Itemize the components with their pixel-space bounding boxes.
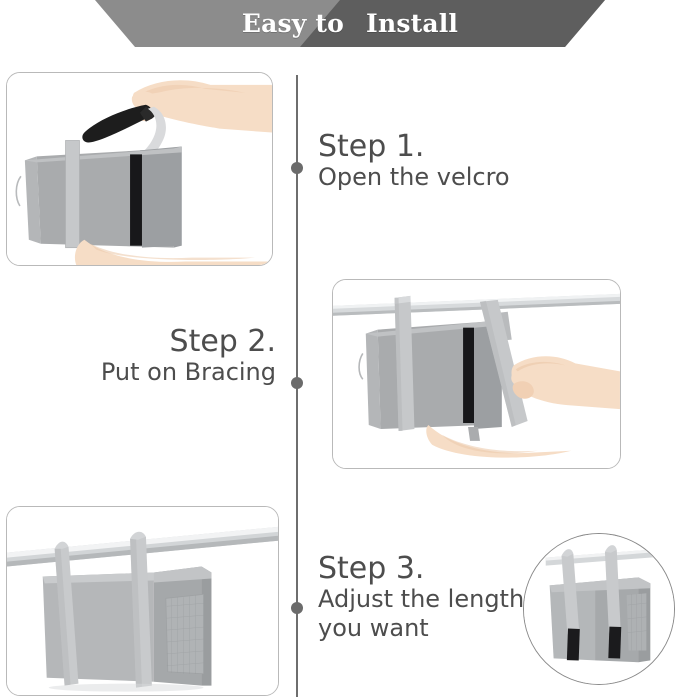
photo-step-1 [7,73,272,265]
timeline-dot-step-2 [291,377,303,389]
step-2-title: Step 2. [169,324,276,359]
step-1-text: Step 1. Open the velcro [318,130,510,192]
timeline-dot-step-1 [291,162,303,174]
photo-card-step-3-detail [523,533,675,685]
photo-step-3 [7,507,278,695]
photo-step-3-detail [524,534,674,684]
step-1-title: Step 1. [318,129,425,164]
photo-step-2 [333,280,620,468]
step-2-text: Step 2. Put on Bracing [101,325,276,387]
step-3-title: Step 3. [318,551,425,586]
photo-card-step-1 [6,72,273,266]
step-3-description-line-2: you want [318,613,429,642]
step-2-description: Put on Bracing [100,358,276,386]
photo-card-step-2 [332,279,621,469]
step-3-description-line-1: Adjust the length [318,585,525,613]
banner-shape [95,0,605,47]
timeline-dot-step-3 [291,602,303,614]
step-3-text: Step 3. Adjust the length you want [318,552,524,643]
header-banner: Easy to Install [95,0,605,47]
photo-card-step-3 [6,506,279,696]
step-1-description: Open the velcro [318,163,510,191]
